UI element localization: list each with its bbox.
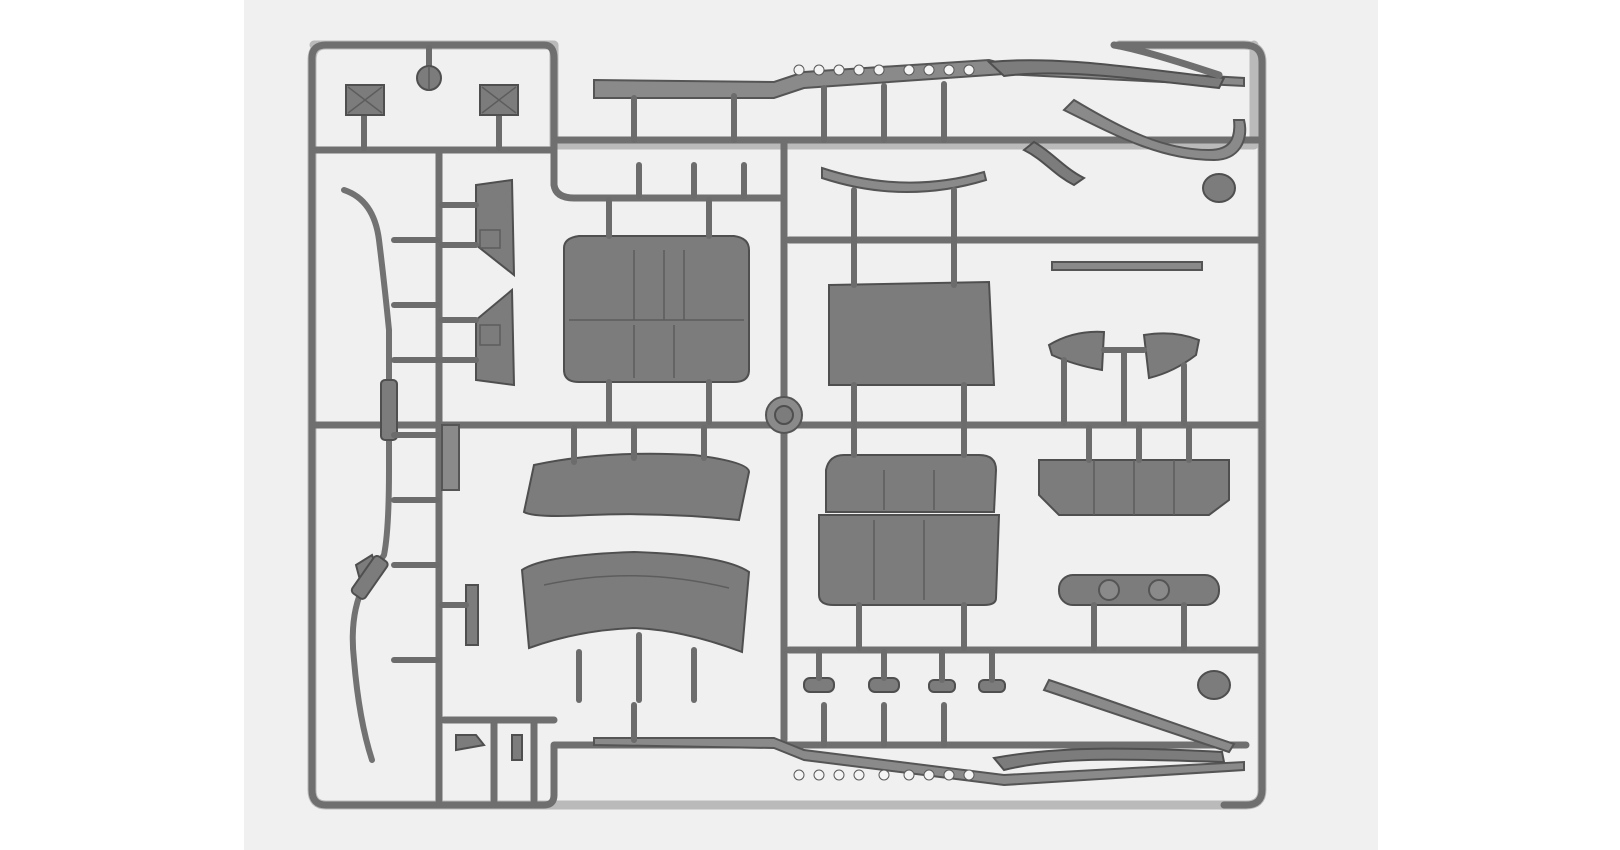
center-hub <box>765 396 803 434</box>
bottom-chassis-rail <box>593 678 1245 787</box>
sprue-frame <box>307 40 1267 810</box>
cylinder-part <box>1058 574 1220 651</box>
right-fenders <box>1047 330 1201 426</box>
top-left-parts <box>345 45 519 151</box>
small-knobs <box>803 649 1231 700</box>
flat-panel <box>828 237 996 426</box>
seat-back-lower <box>818 425 1001 651</box>
seat-tub-lower-left <box>520 550 751 703</box>
exhaust-pipe <box>341 187 440 763</box>
seat-back-upper <box>563 162 750 425</box>
box-panel-right <box>1038 425 1230 516</box>
top-chassis-rail <box>593 41 1247 203</box>
seat-cushion-left <box>522 425 751 522</box>
sprue-photo <box>244 0 1378 850</box>
left-panels <box>439 178 523 761</box>
